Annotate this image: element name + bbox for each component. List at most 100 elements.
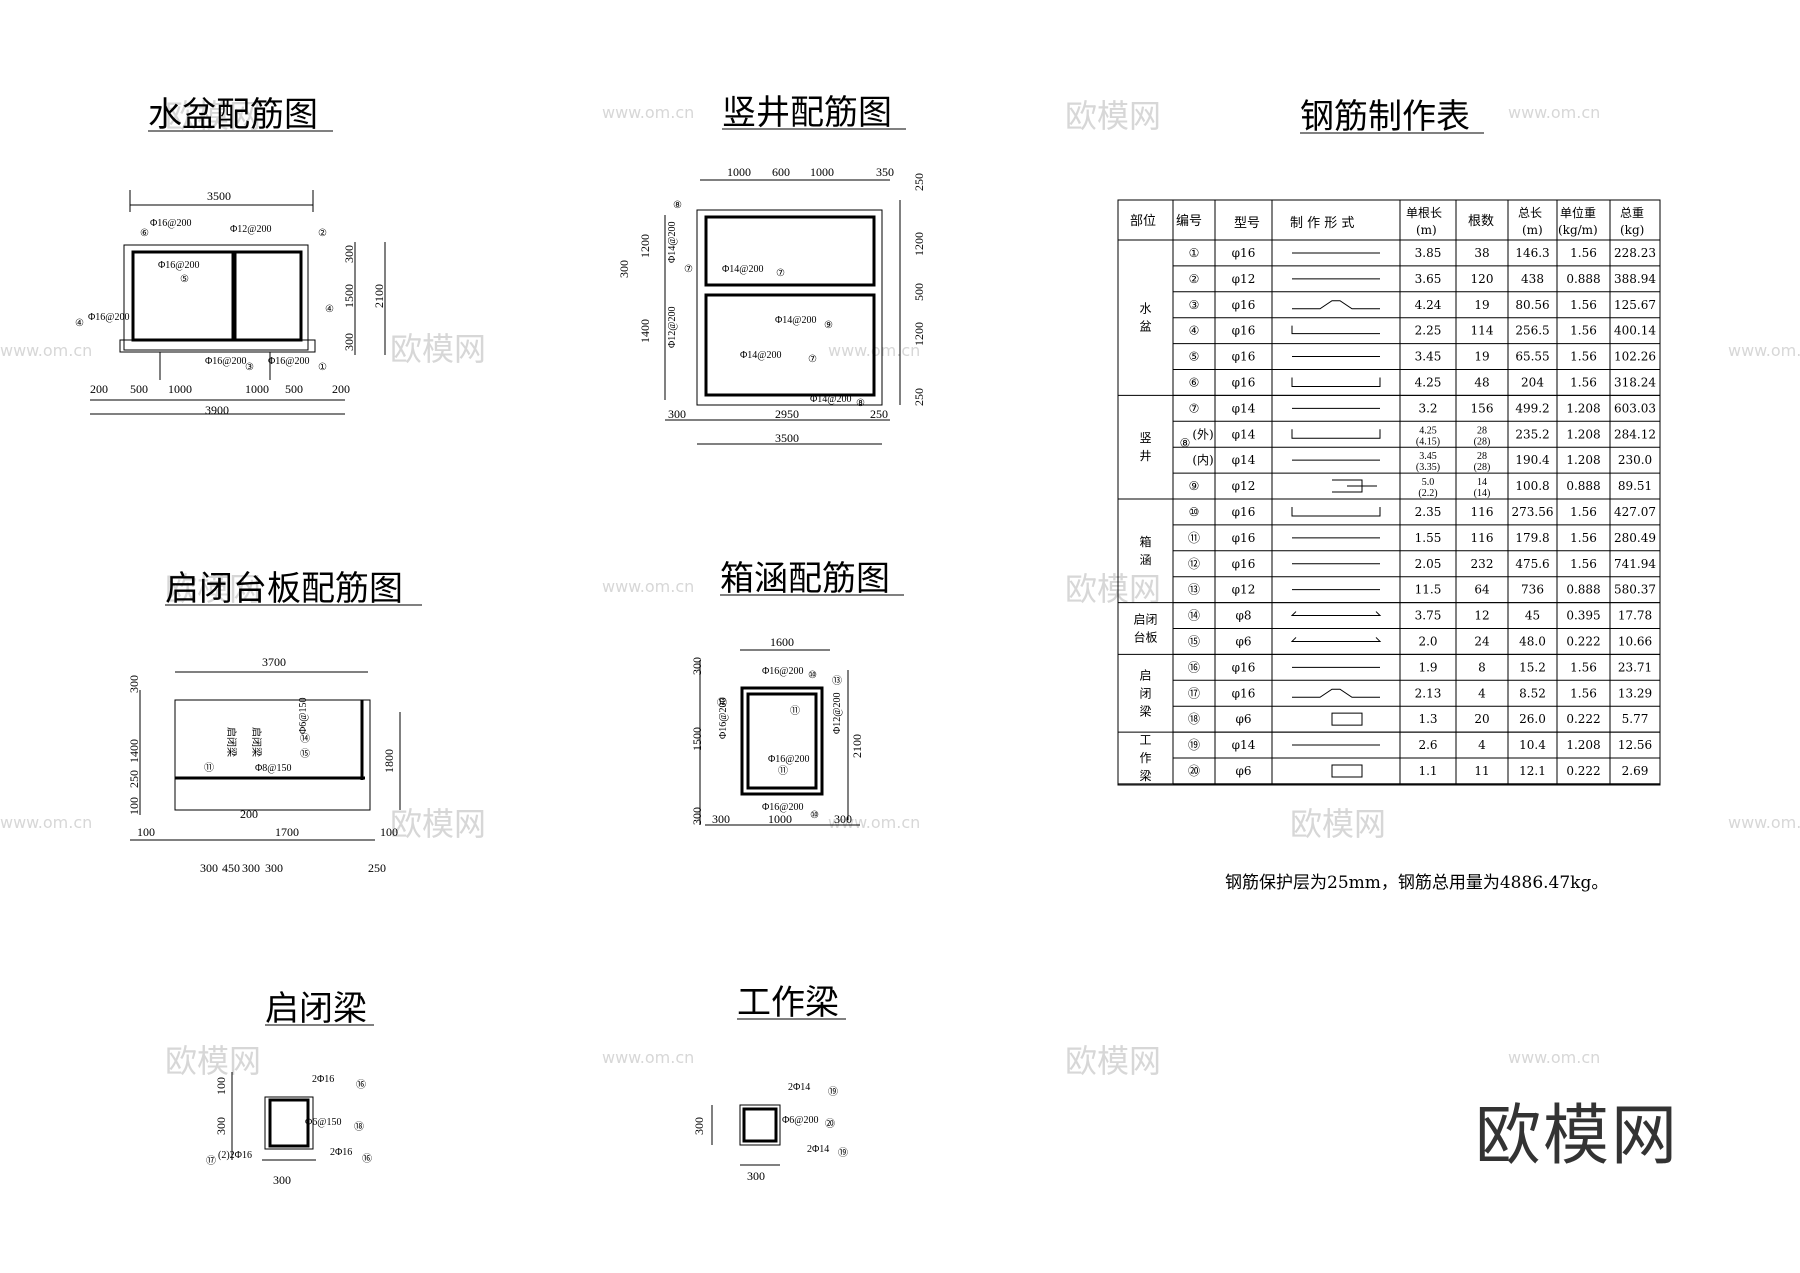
svg-text:200: 200 xyxy=(332,382,350,396)
table-cell-count: 19 xyxy=(1474,298,1489,312)
table-cell-no: ⑮ xyxy=(1188,634,1200,648)
basin-drawing: 3500 200 500 1000 1000 500 200 3900 300 … xyxy=(75,189,386,417)
table-cell-shape xyxy=(1332,479,1377,493)
table-cell-total: 48.0 xyxy=(1519,634,1546,648)
table-cell-count: 116 xyxy=(1471,531,1494,545)
svg-text:300: 300 xyxy=(242,861,260,875)
table-cell-type: φ16 xyxy=(1232,298,1256,312)
table-cell-total-weight: 10.66 xyxy=(1618,634,1652,648)
svg-text:⑤: ⑤ xyxy=(180,274,189,285)
svg-text:Φ16@200: Φ16@200 xyxy=(150,218,192,229)
svg-text:Φ14@200: Φ14@200 xyxy=(775,315,817,326)
table-cell-total: 100.8 xyxy=(1515,479,1549,493)
svg-text:1000: 1000 xyxy=(245,382,269,396)
table-cell-len: 1.55 xyxy=(1415,531,1442,545)
svg-text:①: ① xyxy=(318,362,327,373)
svg-text:Φ14@200: Φ14@200 xyxy=(810,394,852,405)
svg-text:2Φ14: 2Φ14 xyxy=(807,1144,829,1155)
svg-text:⑩: ⑩ xyxy=(810,810,819,821)
table-cell-len: 2.35 xyxy=(1415,505,1442,519)
svg-text:⑩: ⑩ xyxy=(808,670,817,681)
table-cell-no: ② xyxy=(1189,272,1200,286)
table-cell-no: ⑯ xyxy=(1188,660,1200,674)
svg-text:450: 450 xyxy=(222,861,240,875)
table-cell-total-weight: 228.23 xyxy=(1614,246,1656,260)
table-cell-type: φ6 xyxy=(1235,712,1251,726)
table-cell-type: φ16 xyxy=(1232,557,1256,571)
svg-text:300: 300 xyxy=(834,812,852,826)
svg-text:Φ12@200: Φ12@200 xyxy=(832,692,843,734)
svg-text:Φ16@200: Φ16@200 xyxy=(205,356,247,367)
table-group-label: 台板 xyxy=(1133,630,1157,645)
svg-text:500: 500 xyxy=(285,382,303,396)
table-cell-unit-weight: 1.208 xyxy=(1566,453,1600,467)
svg-text:2100: 2100 xyxy=(372,284,386,308)
svg-text:300: 300 xyxy=(690,807,704,825)
table-cell-total: 146.3 xyxy=(1515,246,1549,260)
table-cell-count: 4 xyxy=(1478,686,1486,700)
table-cell-len-2: (3.35) xyxy=(1416,462,1440,473)
table-group-label: 闭 xyxy=(1139,686,1151,700)
table-cell-total-weight: 388.94 xyxy=(1614,272,1656,286)
table-cell-total-weight: 580.37 xyxy=(1614,583,1656,597)
table-cell-no: ⑲ xyxy=(1188,738,1200,752)
svg-text:1200: 1200 xyxy=(912,232,926,256)
svg-text:⑰: ⑰ xyxy=(206,1155,216,1167)
table-cell-count: 38 xyxy=(1474,246,1489,260)
table-group-label: 工 xyxy=(1139,733,1151,747)
table-cell-no: ⑫ xyxy=(1188,557,1200,571)
svg-text:⑧: ⑧ xyxy=(856,398,865,409)
table-cell-total: 438 xyxy=(1521,272,1544,286)
svg-text:3500: 3500 xyxy=(207,189,231,203)
table-cell-count-2: (14) xyxy=(1474,488,1491,499)
watermark-text: 欧模网 xyxy=(1065,97,1161,135)
svg-text:1200: 1200 xyxy=(912,322,926,346)
table-cell-count: 20 xyxy=(1474,712,1489,726)
svg-text:1400: 1400 xyxy=(638,319,652,343)
table-cell-total-weight: 427.07 xyxy=(1614,505,1656,519)
table-cell-total: 736 xyxy=(1521,583,1544,597)
table-cell-len: 2.13 xyxy=(1415,686,1442,700)
table-cell-unit-weight: 1.56 xyxy=(1570,246,1597,260)
svg-text:2Φ16: 2Φ16 xyxy=(330,1147,352,1158)
svg-text:1000: 1000 xyxy=(168,382,192,396)
col-header-unit-wt-unit: (kg/m) xyxy=(1558,223,1598,237)
svg-text:3900: 3900 xyxy=(205,403,229,417)
table-cell-unit-weight: 1.208 xyxy=(1566,401,1600,415)
table-cell-no: ⑨ xyxy=(1189,479,1200,493)
svg-text:Φ12@200: Φ12@200 xyxy=(667,306,678,348)
svg-text:1200: 1200 xyxy=(638,234,652,258)
table-cell-total: 256.5 xyxy=(1515,324,1549,338)
svg-text:1800: 1800 xyxy=(382,749,396,773)
table-cell-type: φ12 xyxy=(1232,272,1256,286)
table-cell-len: 3.2 xyxy=(1418,401,1437,415)
table-cell-total-weight: 284.12 xyxy=(1614,427,1656,441)
table-cell-total: 65.55 xyxy=(1515,350,1549,364)
table-cell-shape xyxy=(1292,688,1380,698)
table-cell-total: 273.56 xyxy=(1512,505,1554,519)
work-beam-drawing: 300 300 2Φ14 Φ6@200 2Φ14 ⑲ ⑳ ⑲ xyxy=(692,1082,848,1183)
col-header-total-wt-unit: (kg) xyxy=(1620,223,1644,237)
table-cell-total: 204 xyxy=(1521,375,1544,389)
svg-text:2950: 2950 xyxy=(775,407,799,421)
table-cell-unit-weight: 0.888 xyxy=(1566,272,1600,286)
table-cell-count: 48 xyxy=(1474,375,1489,389)
svg-text:⑲: ⑲ xyxy=(838,1147,848,1159)
table-cell-type: φ16 xyxy=(1232,531,1256,545)
table-cell-type: φ6 xyxy=(1235,764,1251,778)
table-cell-type: φ14 xyxy=(1232,453,1256,467)
table-cell-total: 26.0 xyxy=(1519,712,1546,726)
svg-text:Φ16@200: Φ16@200 xyxy=(768,754,810,765)
table-cell-count: 156 xyxy=(1471,401,1494,415)
watermark-text: www.om.cn xyxy=(1508,1048,1600,1067)
table-cell-type: φ14 xyxy=(1232,738,1256,752)
svg-text:⑫: ⑫ xyxy=(717,697,727,709)
svg-text:Φ6@200: Φ6@200 xyxy=(782,1115,819,1126)
table-cell-count: 24 xyxy=(1474,634,1490,648)
table-cell-total-weight: 2.69 xyxy=(1622,764,1649,778)
svg-text:⑦: ⑦ xyxy=(776,268,785,279)
platform-drawing: 3700 300 1400 250 100 1800 200 1700 100 … xyxy=(127,655,401,875)
col-header-no: 编号 xyxy=(1176,214,1202,229)
table-cell-sub: (内) xyxy=(1192,453,1213,467)
table-cell-total-weight: 603.03 xyxy=(1614,401,1656,415)
